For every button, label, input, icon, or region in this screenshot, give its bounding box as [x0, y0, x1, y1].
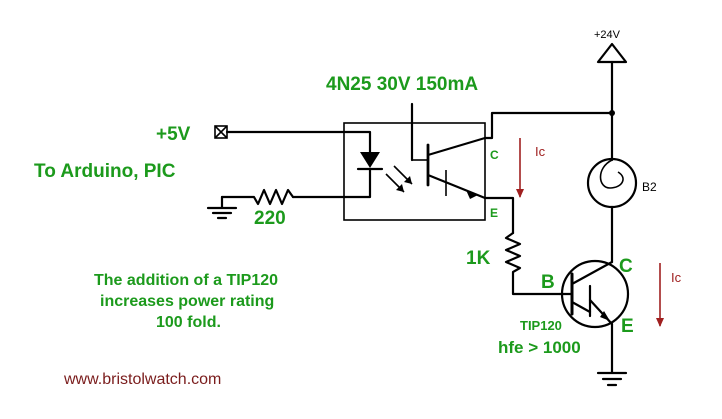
led-diode: [291, 152, 384, 199]
resistor-220-label: 220: [254, 208, 286, 229]
website-url: www.bristolwatch.com: [63, 371, 221, 388]
wire-5v-to-led: [225, 130, 372, 154]
transistor-base-label: B: [541, 272, 555, 293]
transistor-emitter-label: E: [621, 316, 634, 337]
part-label: 4N25 30V 150mA: [326, 74, 478, 95]
ground-right-icon: [596, 371, 628, 387]
transistor-name-label: TIP120: [520, 318, 562, 333]
hfe-label: hfe > 1000: [498, 338, 581, 357]
phototransistor: [410, 102, 487, 200]
transistor-collector-label: C: [619, 256, 633, 277]
lamp-label: B2: [642, 180, 657, 194]
resistor-1k-label: 1K: [466, 248, 491, 269]
current-arrow-opto-icon: [516, 138, 524, 198]
note-line-3: 100 fold.: [156, 314, 221, 331]
supply-5v-terminal: [214, 125, 228, 139]
ground-left-icon: [206, 195, 238, 220]
wire-emitter: [483, 196, 515, 235]
opto-collector-label: C: [490, 148, 499, 162]
supply-5v-label: +5V: [156, 124, 191, 145]
supply-24v-label: +24V: [594, 29, 621, 41]
tip120-transistor: [558, 259, 630, 374]
note-line-2: increases power rating: [100, 293, 274, 310]
to-arduino-label: To Arduino, PIC: [34, 161, 176, 182]
ic-label-opto: Ic: [535, 144, 546, 159]
opto-emitter-label: E: [490, 206, 498, 220]
wire-collector: [483, 111, 614, 140]
ic-label-tip120: Ic: [671, 270, 682, 285]
optocoupler-package: [343, 122, 486, 221]
note-line-1: The addition of a TIP120: [94, 272, 278, 289]
current-arrow-tip120-icon: [656, 263, 664, 327]
resistor-1k: [504, 231, 562, 296]
supply-24v-terminal: [596, 42, 628, 162]
resistor-220: [220, 188, 295, 206]
lamp-b2: [586, 157, 638, 264]
light-arrows: [385, 165, 413, 193]
